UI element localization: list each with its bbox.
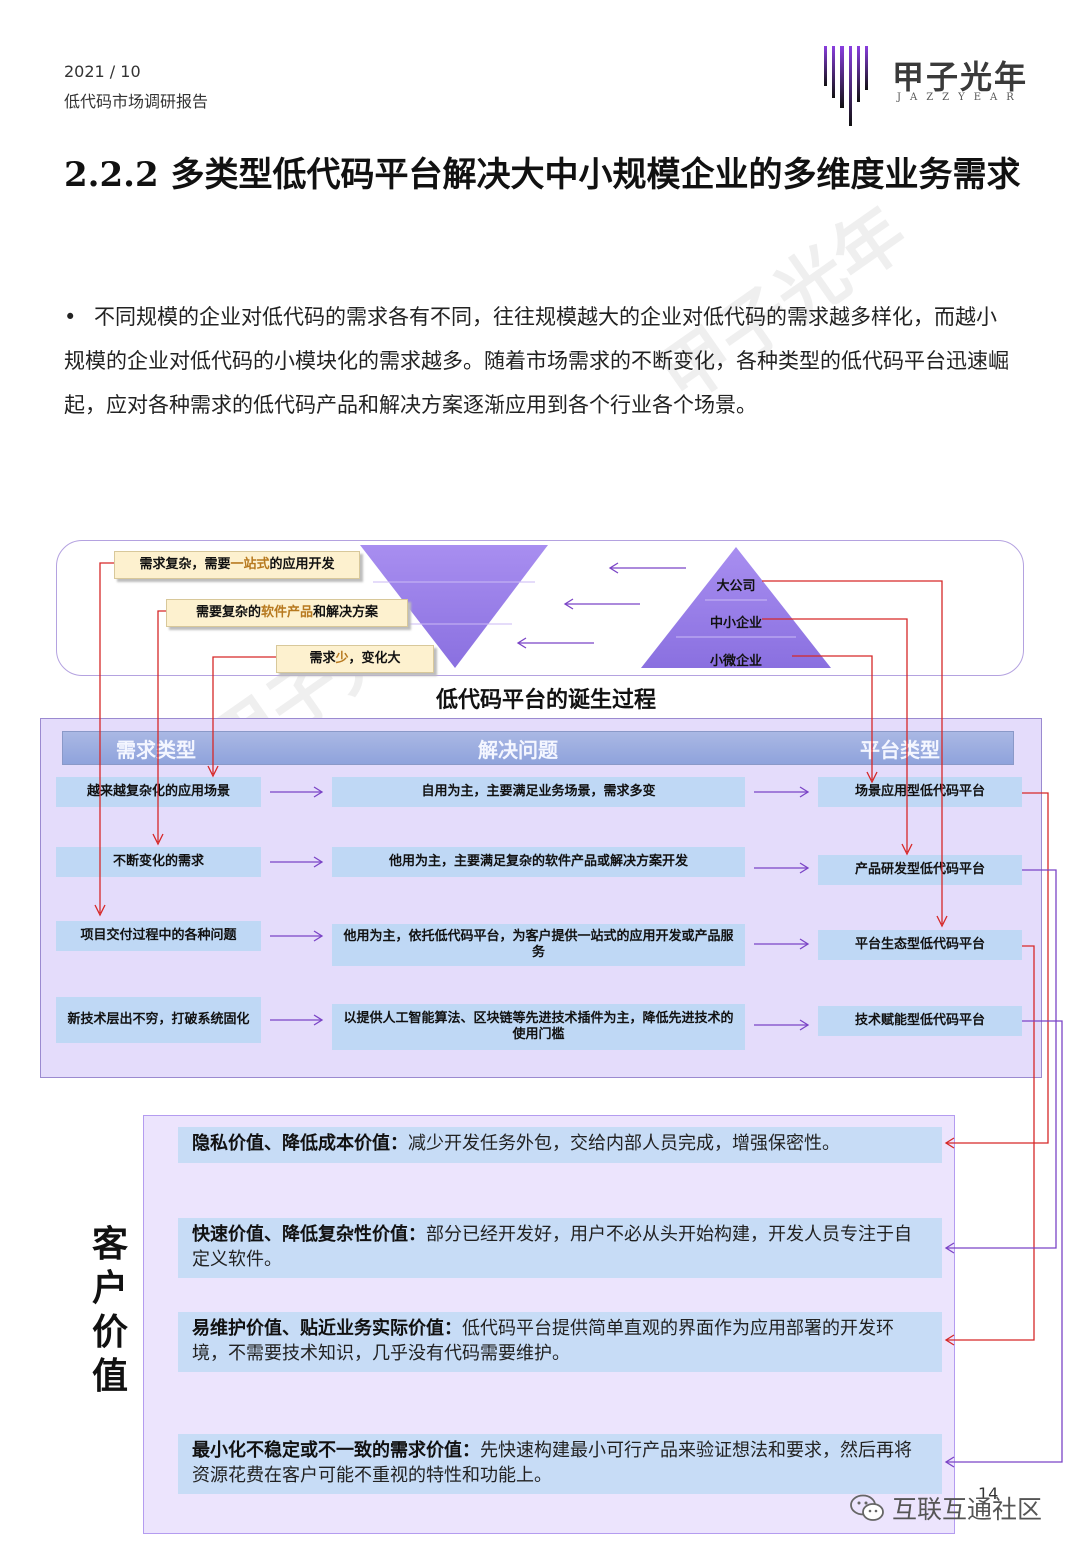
platform-cell: 平台生态型低代码平台 (818, 930, 1022, 960)
wechat-account-name: 互联互通社区 (892, 1495, 1043, 1524)
report-subtitle: 低代码市场调研报告 (64, 92, 209, 111)
need-cell: 新技术层出不穷，打破系统固化 (56, 997, 261, 1043)
callout-less-demand: 需求少，变化大 (276, 645, 434, 673)
solve-cell: 他用为主，依托低代码平台，为客户提供一站式的应用开发或产品服务 (332, 924, 745, 966)
value-box: 快速价值、降低复杂性价值：部分已经开发好，用户不必从头开始构建，开发人员专注于自… (178, 1218, 942, 1278)
column-header-need: 需求类型 (116, 738, 196, 762)
column-header-bar (62, 731, 1014, 765)
column-header-solve: 解决问题 (478, 738, 558, 762)
funnel-shape (360, 545, 548, 668)
customer-value-title: 客户价值 (92, 1223, 129, 1397)
pyramid-shape (641, 547, 831, 668)
value-box: 易维护价值、贴近业务实际价值：低代码平台提供简单直观的界面作为应用部署的开发环境… (178, 1312, 942, 1372)
pyramid-sme: 中小企业 (709, 616, 762, 631)
report-date: 2021 / 10 (64, 62, 141, 81)
platform-cell: 产品研发型低代码平台 (818, 855, 1022, 885)
wechat-icon (850, 1494, 884, 1521)
logo-text: 甲子光年 (892, 58, 1029, 96)
pyramid-large-company: 大公司 (716, 579, 756, 594)
logo-mark-icon (824, 46, 868, 126)
column-header-platform: 平台类型 (860, 738, 940, 762)
callout-software-product: 需要复杂的软件产品和解决方案 (166, 599, 408, 627)
solve-cell: 以提供人工智能算法、区块链等先进技术插件为主，降低先进技术的使用门槛 (332, 1004, 745, 1050)
pyramid-micro: 小微企业 (709, 654, 762, 669)
solve-cell: 自用为主，主要满足业务场景，需求多变 (332, 777, 745, 807)
logo-subtext: JAZZYEAR (897, 92, 1023, 103)
platform-cell: 技术赋能型低代码平台 (818, 1006, 1022, 1036)
intro-text: 不同规模的企业对低代码的需求各有不同，往往规模越大的企业对低代码的需求越多样化，… (64, 305, 1009, 417)
diagram-title: 低代码平台的诞生过程 (436, 688, 657, 713)
need-cell: 项目交付过程中的各种问题 (56, 921, 261, 951)
bullet-icon: • (64, 305, 77, 329)
value-box: 最小化不稳定或不一致的需求价值：先快速构建最小可行产品来验证想法和要求，然后再将… (178, 1434, 942, 1494)
page-title: 2.2.2 多类型低代码平台解决大中小规模企业的多维度业务需求 (64, 155, 1021, 195)
solve-cell: 他用为主，主要满足复杂的软件产品或解决方案开发 (332, 847, 745, 877)
intro-paragraph: •不同规模的企业对低代码的需求各有不同，往往规模越大的企业对低代码的需求越多样化… (64, 295, 1014, 427)
wechat-badge: 互联互通社区 (850, 1490, 1042, 1526)
callout-complex-onestop: 需求复杂，需要一站式的应用开发 (114, 551, 360, 579)
need-cell: 不断变化的需求 (56, 847, 261, 877)
platform-cell: 场景应用型低代码平台 (818, 777, 1022, 807)
page-number: 14 (978, 1484, 999, 1503)
value-box: 隐私价值、降低成本价值：减少开发任务外包，交给内部人员完成，增强保密性。 (178, 1127, 942, 1163)
